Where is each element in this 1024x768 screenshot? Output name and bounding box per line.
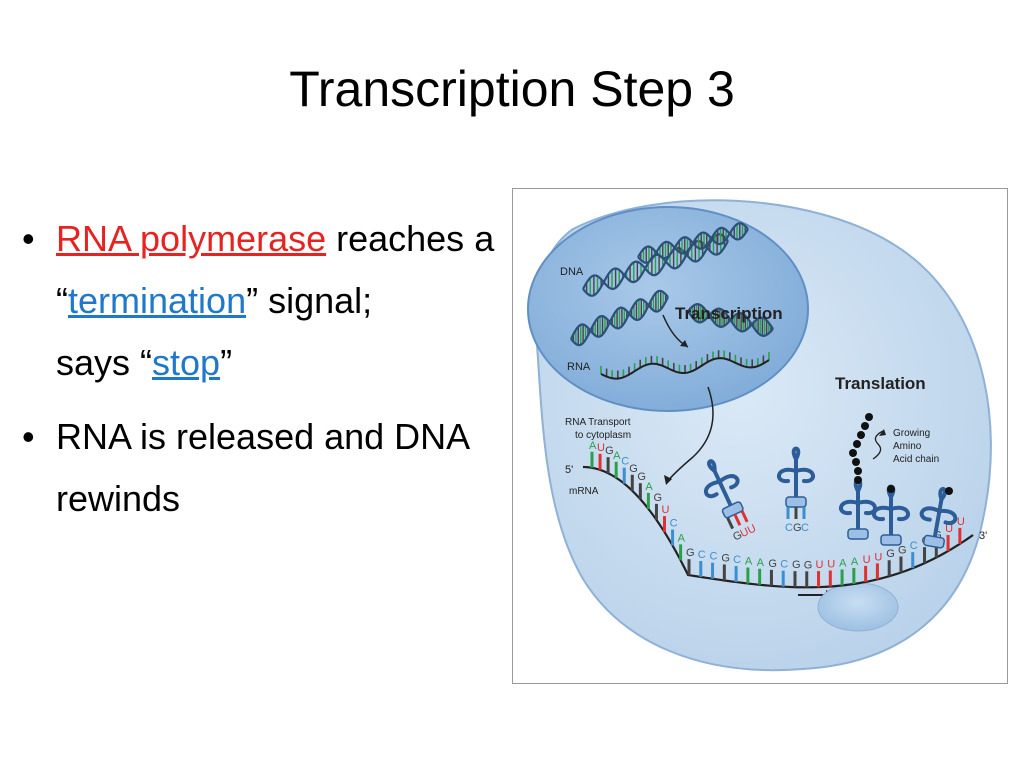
codon-letter: C xyxy=(910,540,918,552)
codon-letter: G xyxy=(792,559,801,571)
rna-polymerase-link[interactable]: RNA polymerase xyxy=(56,218,327,259)
anticodon-letter: C xyxy=(801,522,809,534)
trna xyxy=(919,486,958,549)
transcription-label: Transcription xyxy=(675,304,783,323)
codon-letter: C xyxy=(698,549,706,561)
codon-letter: A xyxy=(645,481,653,493)
codon-letter: A xyxy=(851,556,859,568)
codon-letter: U xyxy=(597,442,605,454)
codon-letter: G xyxy=(721,552,730,564)
slide-title: Transcription Step 3 xyxy=(289,61,735,117)
codon-letter: G xyxy=(768,558,777,570)
codon-letter: G xyxy=(605,445,614,457)
codon-letter: C xyxy=(780,559,788,571)
arrowhead xyxy=(680,340,688,347)
codon-letter: G xyxy=(804,559,813,571)
bullet-text: “ xyxy=(56,280,68,321)
stop-link[interactable]: stop xyxy=(152,342,221,383)
growing-chain-label: Amino xyxy=(893,441,922,452)
trna xyxy=(872,484,910,546)
bullet-item-2: • RNA is released and DNA rewinds xyxy=(22,406,502,530)
bullet-text: ” signal; xyxy=(246,280,373,321)
rna-backbone xyxy=(600,357,770,380)
codon-letter: G xyxy=(898,545,907,557)
nucleus xyxy=(527,206,809,412)
dna-label: DNA xyxy=(560,266,584,278)
codon-letter: C xyxy=(710,551,718,563)
bullet-text: RNA is released and DNA rewinds xyxy=(56,416,469,519)
bullet-dot: • xyxy=(22,218,35,259)
codon-letter: C xyxy=(733,554,741,566)
amino-acid-chain xyxy=(849,413,886,484)
bullet-list: • RNA polymerase reaches a “termination”… xyxy=(22,208,502,542)
codon-letter: U xyxy=(863,554,871,566)
mrna-strand: AUGACGGAGUCAGCCGCAAGCGGUUAAUUGGCGGUU xyxy=(582,440,974,589)
mrna-label: mRNA xyxy=(569,486,599,497)
anticodon-letter: C xyxy=(785,522,793,534)
ribosome xyxy=(817,582,899,632)
transport-arrow xyxy=(667,386,714,482)
bullet-text: reaches a xyxy=(326,218,495,259)
codon-letter: C xyxy=(621,456,629,468)
bullet-text: says “ xyxy=(56,342,153,383)
codon-letter: U xyxy=(957,516,965,528)
amino-acid xyxy=(945,487,953,495)
codon-letter: G xyxy=(933,529,942,541)
amino-acid xyxy=(887,485,895,493)
bullet-item-1: • RNA polymerase reaches a “termination”… xyxy=(22,208,502,394)
trna: GUU xyxy=(703,459,758,543)
transcription-translation-diagram: AUGACGGAGUCAGCCGCAAGCGGUUAAUUGGCGGUU GUU… xyxy=(512,188,1008,684)
codon-letter: G xyxy=(637,471,646,483)
dna-backbone xyxy=(637,226,749,260)
growing-chain-label: Growing xyxy=(893,428,930,439)
growing-chain-label: Acid chain xyxy=(893,454,939,465)
transport-label: RNA Transport xyxy=(565,417,631,428)
dna-backbone xyxy=(570,289,669,340)
rna-strand xyxy=(600,350,770,380)
three-prime-label: 3' xyxy=(979,530,987,542)
codon-letter: A xyxy=(745,556,753,568)
codon-letter: G xyxy=(629,463,638,475)
bullet-text: ” xyxy=(220,342,233,383)
diagram-svg: AUGACGGAGUCAGCCGCAAGCGGUUAAUUGGCGGUU GUU… xyxy=(527,199,992,672)
dna-backbone xyxy=(570,296,669,347)
codon-letter: U xyxy=(816,559,824,571)
rna-label: RNA xyxy=(567,361,591,373)
five-prime-label: 5' xyxy=(565,464,573,476)
codon-letter: A xyxy=(839,557,847,569)
codon-letter: A xyxy=(613,450,621,462)
dna-helix xyxy=(570,222,774,347)
dna-backbone xyxy=(687,303,774,337)
mrna-backbone xyxy=(582,465,974,589)
codon-letter: U xyxy=(827,559,835,571)
transport-label: to cytoplasm xyxy=(575,430,631,441)
termination-link[interactable]: termination xyxy=(68,280,247,321)
codon-letter: U xyxy=(874,551,882,563)
codon-letter: A xyxy=(678,532,686,544)
codon-letter: A xyxy=(589,440,597,452)
codon-letter: A xyxy=(757,557,765,569)
anticodon-letter: G xyxy=(793,522,802,534)
codon-letter: G xyxy=(686,547,695,559)
codon-letter: G xyxy=(886,548,895,560)
codon-letter: G xyxy=(653,492,662,504)
codon-letter: U xyxy=(662,504,670,516)
codon-letter: U xyxy=(945,523,953,535)
translation-label: Translation xyxy=(835,374,926,393)
bullet-dot: • xyxy=(22,416,35,457)
arrowhead xyxy=(664,475,672,485)
codon-letter: C xyxy=(670,518,678,530)
dna-backbone xyxy=(582,233,729,291)
